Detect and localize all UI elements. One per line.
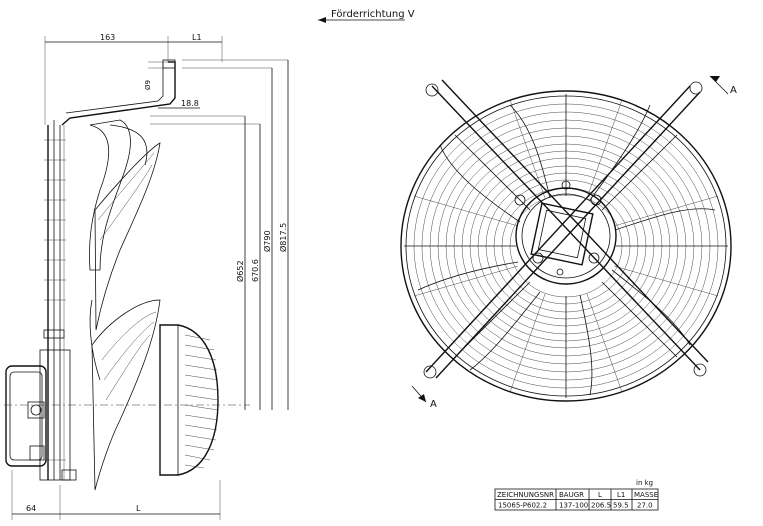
table-cell-mass: 27.0	[637, 502, 653, 510]
dim-dia-817-5: Ø817.5	[278, 223, 288, 252]
dim-670-6: 670.6	[251, 259, 260, 282]
flow-direction-label: Förderrichtung V	[331, 9, 415, 20]
side-view: 163 L1 Ø9 18.8 Ø652 670.6 Ø790 Ø817.5	[4, 33, 289, 520]
dim-dia-9: Ø9	[144, 80, 152, 90]
flow-arrow-icon	[318, 17, 326, 23]
guard-ring-ticks	[44, 139, 66, 461]
mount-hole-tl	[425, 83, 439, 97]
table-unit: in kg	[636, 479, 653, 487]
dim-163: 163	[100, 33, 115, 42]
dim-18-8: 18.8	[181, 99, 199, 108]
table-cell-drawing-no: 15065-P602.2	[498, 502, 547, 510]
mounting-bars	[425, 79, 709, 379]
dim-dia-790: Ø790	[262, 230, 272, 252]
mount-hole-bl	[423, 365, 437, 379]
table-cell-l1: 59.5	[613, 502, 629, 510]
section-arrow-top: A	[709, 75, 737, 96]
guard-spokes	[404, 94, 728, 398]
dim-dia-652: Ø652	[235, 260, 245, 282]
table-header-mass: MASSE	[634, 491, 658, 499]
mount-hole-tr	[689, 81, 703, 95]
table-header-drawing-no: ZEICHNUNGSNR	[497, 491, 554, 499]
mount-hole-br	[693, 363, 707, 377]
table-header-size: BAUGR	[559, 491, 584, 499]
table-header-l: L	[598, 491, 602, 499]
dim-64: 64	[26, 504, 36, 513]
table-cell-size: 137-100	[559, 502, 588, 510]
dim-l-bottom: L	[136, 504, 141, 513]
dim-l1-top: L1	[192, 33, 202, 42]
section-label-top: A	[730, 85, 737, 96]
title-table: in kg ZEICHNUNGSNR BAUGR L L1 MASSE 1506…	[494, 479, 659, 511]
front-view: A A	[400, 75, 737, 410]
blade-curves	[417, 104, 716, 396]
section-label-bottom: A	[430, 399, 437, 410]
section-arrow-bottom: A	[411, 385, 437, 410]
flow-direction: Förderrichtung V	[318, 9, 415, 23]
table-cell-l: 206.5	[591, 502, 611, 510]
motor-fins	[184, 334, 219, 469]
table-header-l1: L1	[617, 491, 625, 499]
